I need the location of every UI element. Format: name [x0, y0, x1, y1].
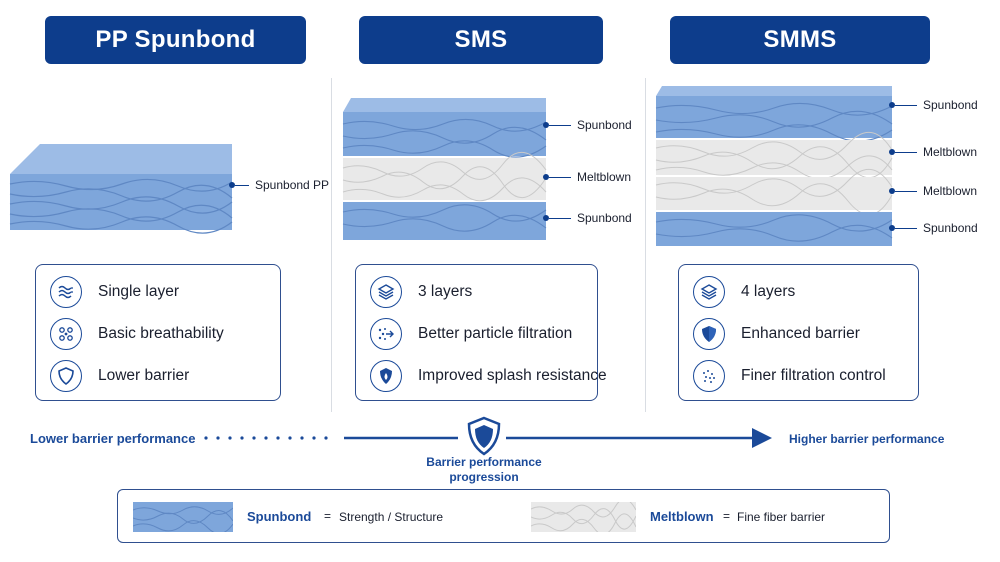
legend-equals: =: [723, 509, 731, 523]
layer-label: Spunbond: [923, 221, 978, 235]
feature-row: Lower barrier: [50, 360, 189, 392]
breathability-waves-icon: [50, 276, 82, 308]
shield-icon: [467, 416, 501, 456]
layers-icon: [693, 276, 725, 308]
feature-row: Single layer: [50, 276, 179, 308]
feature-row: Improved splash resistance: [370, 360, 607, 392]
layer-label: Spunbond: [577, 118, 632, 132]
callout-line: [895, 190, 917, 192]
feature-text: Improved splash resistance: [418, 367, 607, 384]
layer-label: Meltblown: [577, 170, 632, 184]
callout-line: [895, 104, 917, 106]
callout-sms-spunbond-top: Spunbond: [543, 117, 632, 133]
legend-spunbond-description: Strength / Structure: [339, 510, 444, 524]
progression-arrow: [204, 416, 772, 456]
column-divider-left: [331, 78, 332, 412]
legend: Spunbond = Strength / Structure Meltblow…: [117, 489, 890, 543]
layer-label: Spunbond PP: [255, 178, 330, 192]
callout-line: [895, 151, 917, 153]
water-drop-icon: [370, 360, 402, 392]
callout-dot: [889, 149, 895, 155]
feature-text: 4 layers: [741, 283, 796, 300]
feature-text: Single layer: [98, 283, 179, 300]
callout-line: [895, 227, 917, 229]
callout-dot: [889, 102, 895, 108]
callout-smms-meltblown-1: Meltblown: [889, 144, 977, 160]
meltblown-swatch: [530, 498, 637, 535]
progression-left-label: Lower barrier performance: [30, 431, 196, 446]
feature-text: Lower barrier: [98, 367, 190, 384]
callout-dot: [543, 215, 549, 221]
callout-spunbond-pp: Spunbond PP: [229, 177, 329, 193]
callout-sms-spunbond-bottom: Spunbond: [543, 210, 632, 226]
callout-line: [235, 184, 249, 186]
column-divider-right: [645, 78, 646, 412]
shield-filled-icon: [693, 318, 725, 350]
pp-spunbond-title: PP Spunbond: [45, 16, 306, 64]
sms-features: 3 layers Better particle filtration Impr…: [355, 264, 607, 401]
feature-row: Finer filtration control: [693, 360, 886, 392]
feature-row: Basic breathability: [50, 318, 224, 350]
pp-spunbond-features: Single layer Basic breathability Lower b…: [35, 264, 281, 401]
dotted-line: [204, 436, 328, 440]
smms-title: SMMS: [670, 16, 930, 64]
feature-text: Basic breathability: [98, 325, 224, 342]
smms-stack: [655, 86, 893, 246]
shield-outline-icon: [50, 360, 82, 392]
progression-right-label: Higher barrier performance: [789, 432, 945, 446]
callout-line: [549, 124, 571, 126]
legend-meltblown-name: Meltblown: [650, 509, 714, 524]
callout-dot: [229, 182, 235, 188]
spunbond-swatch: [132, 502, 234, 535]
particles-icon: [50, 318, 82, 350]
feature-text: Finer filtration control: [741, 367, 886, 384]
feature-text: Better particle filtration: [418, 325, 573, 342]
callout-dot: [889, 188, 895, 194]
feature-text: 3 layers: [418, 283, 473, 300]
layer-label: Meltblown: [923, 184, 978, 198]
layer-label: Meltblown: [923, 145, 978, 159]
legend-spunbond-name: Spunbond: [247, 509, 312, 524]
progression-caption: Barrier performance progression: [426, 455, 542, 484]
feature-row: 3 layers: [370, 276, 472, 308]
layer-label: Spunbond: [923, 98, 978, 112]
fine-dots-icon: [693, 360, 725, 392]
legend-equals: =: [324, 509, 332, 523]
callout-dot: [543, 174, 549, 180]
layer-label: Spunbond: [577, 211, 632, 225]
particle-filtration-icon: [370, 318, 402, 350]
feature-text: Enhanced barrier: [741, 325, 860, 342]
callout-smms-spunbond-bottom: Spunbond: [889, 220, 978, 236]
callout-dot: [889, 225, 895, 231]
callout-smms-meltblown-2: Meltblown: [889, 183, 977, 199]
callout-line: [549, 176, 571, 178]
layers-icon: [370, 276, 402, 308]
feature-row: Better particle filtration: [370, 318, 572, 350]
legend-meltblown-description: Fine fiber barrier: [737, 510, 826, 524]
feature-row: 4 layers: [693, 276, 795, 308]
callout-line: [549, 217, 571, 219]
callout-smms-spunbond-top: Spunbond: [889, 97, 978, 113]
pp-spunbond-slab: [9, 144, 233, 234]
sms-title: SMS: [359, 16, 603, 64]
callout-dot: [543, 122, 549, 128]
sms-stack: [342, 98, 547, 240]
smms-features: 4 layers Enhanced barrier Finer filtrati…: [678, 264, 919, 401]
callout-sms-meltblown: Meltblown: [543, 169, 631, 185]
feature-row: Enhanced barrier: [693, 318, 860, 350]
